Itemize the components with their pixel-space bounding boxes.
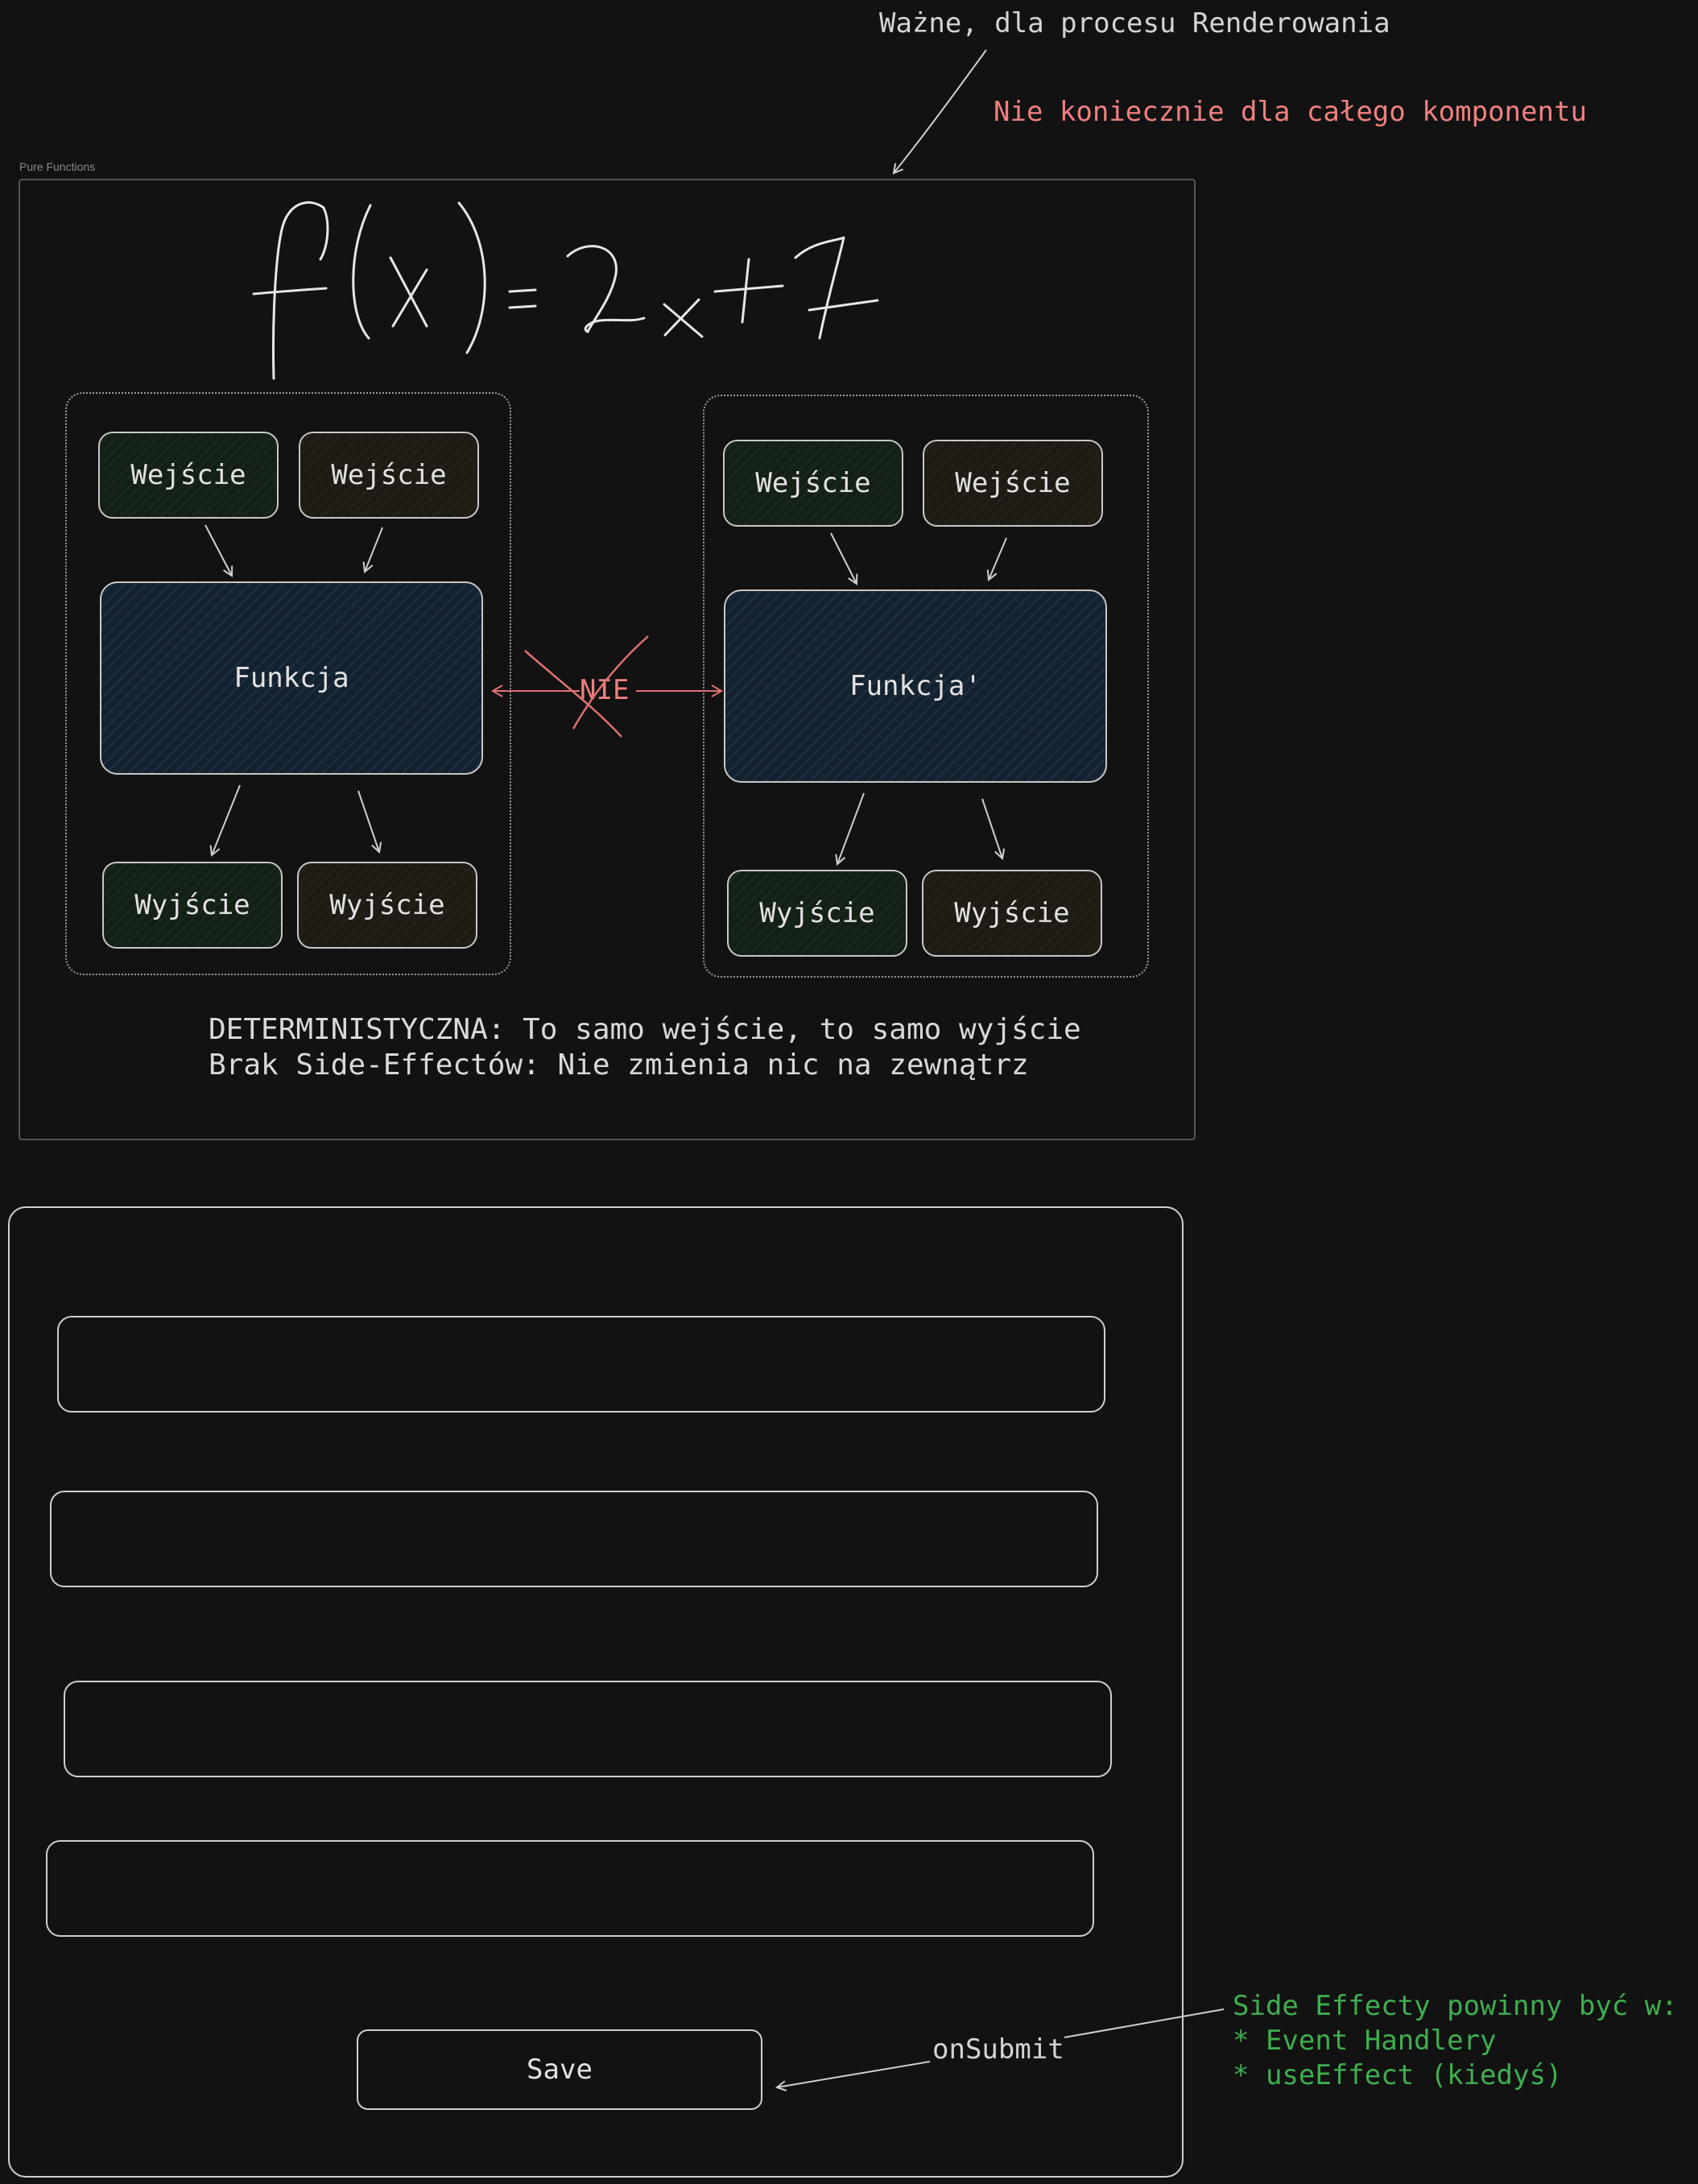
output-box: Wyjście	[102, 862, 283, 949]
text-field[interactable]	[50, 1491, 1098, 1587]
text-field[interactable]	[46, 1840, 1094, 1937]
text-field[interactable]	[64, 1681, 1112, 1777]
function-box: Funkcja'	[724, 589, 1107, 783]
form-card	[8, 1206, 1184, 2178]
input-box: Wejście	[723, 440, 903, 527]
save-button[interactable]: Save	[357, 2029, 762, 2110]
frame-title: Pure Functions	[19, 160, 96, 173]
output-box: Wyjście	[727, 870, 907, 957]
output-box: Wyjście	[922, 870, 1102, 957]
rendering-note-arrow	[894, 49, 987, 173]
input-box: Wejście	[299, 432, 479, 519]
input-box: Wejście	[98, 432, 279, 519]
input-box: Wejście	[923, 440, 1103, 527]
rendering-note: Ważne, dla procesu Renderowania	[879, 7, 1390, 39]
function-box: Funkcja	[100, 581, 483, 775]
side-effects-text: Brak Side-Effectów: Nie zmienia nic na z…	[209, 1049, 1029, 1082]
component-note: Nie koniecznie dla całego komponentu	[994, 96, 1587, 128]
on-submit-label: onSubmit	[932, 2033, 1064, 2066]
side-effects-note-item: * useEffect (kiedyś)	[1233, 2059, 1563, 2091]
output-box: Wyjście	[297, 862, 477, 949]
pure-function-group	[65, 392, 511, 975]
determinism-text: DETERMINISTYCZNA: To samo wejście, to sa…	[209, 1013, 1081, 1046]
side-effects-note-title: Side Effecty powinny być w:	[1233, 1990, 1678, 2022]
side-effects-note-item: * Event Handlery	[1233, 2025, 1497, 2057]
modified-function-group	[703, 395, 1149, 978]
pure-functions-frame[interactable]	[19, 179, 1196, 1140]
not-equal-label: NIE	[580, 674, 630, 706]
text-field[interactable]	[57, 1316, 1105, 1413]
